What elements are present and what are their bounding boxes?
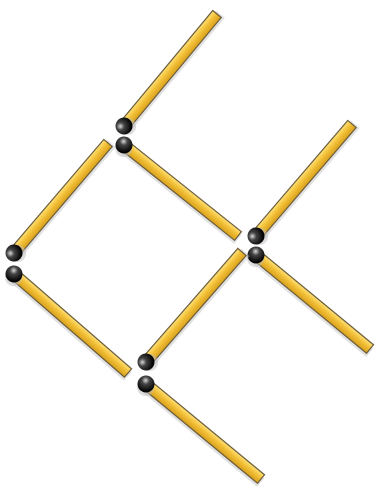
matchstick-body: [253, 251, 374, 353]
matchstick: [134, 245, 252, 376]
matchstick-body: [10, 270, 131, 377]
matchstick-body: [142, 380, 264, 483]
matchstick-body: [10, 139, 112, 256]
matches-group: [0, 7, 375, 489]
matchstick-body: [142, 248, 246, 365]
matchstick: [242, 243, 375, 359]
matchstick: [0, 262, 135, 383]
matchstick: [2, 136, 118, 267]
matchstick-body: [121, 141, 242, 241]
matchstick: [110, 133, 245, 246]
matchstick: [132, 372, 268, 489]
matchstick: [112, 7, 227, 140]
matchstick-body: [120, 10, 221, 129]
matchstick: [244, 117, 362, 250]
matchstick-body: [252, 120, 356, 239]
